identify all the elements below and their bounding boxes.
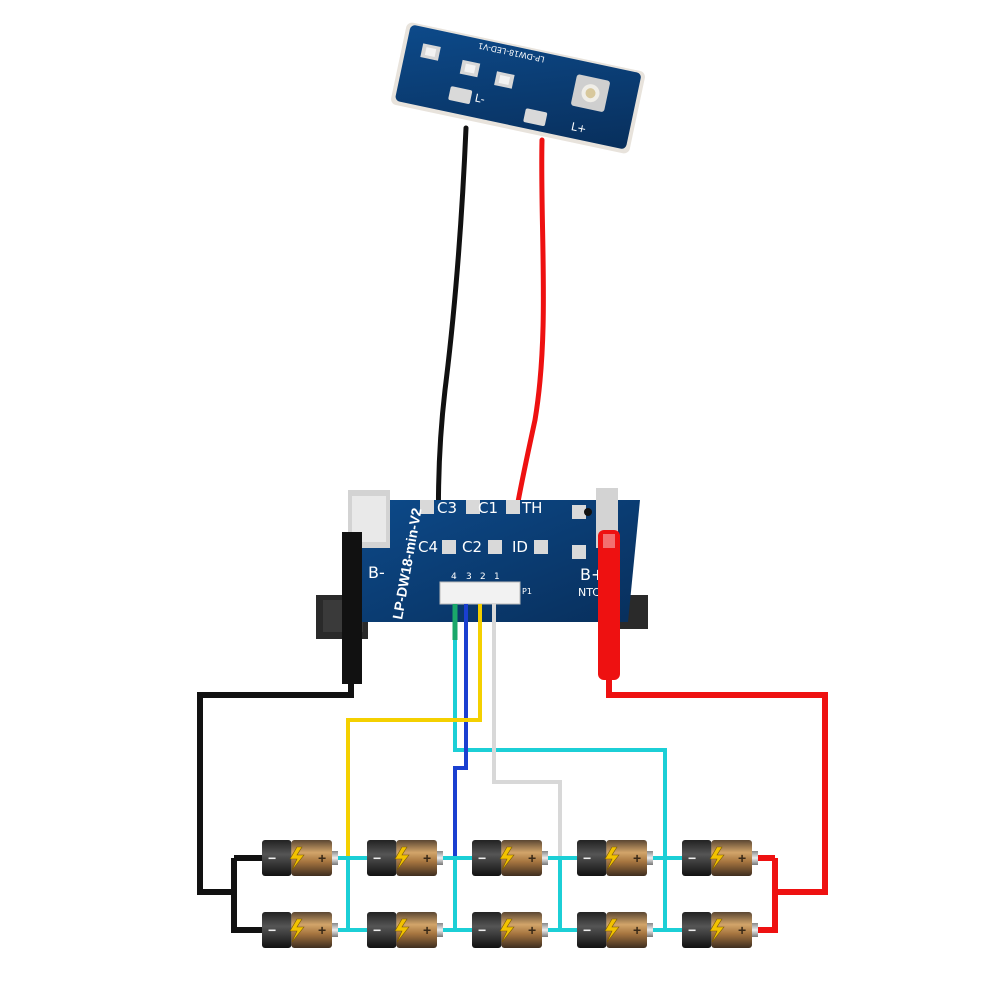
led-2 <box>459 59 481 78</box>
led-neg-pad <box>448 86 473 104</box>
led-neg-pad-label: L- <box>474 91 486 106</box>
svg-text:+: + <box>423 850 431 866</box>
svg-text:+: + <box>738 922 746 938</box>
balance-wire-green-cyan <box>453 604 667 858</box>
pad-label-c4: C4 <box>418 538 438 556</box>
positive-parallel-link <box>748 855 778 933</box>
led-pos-pad-label: L+ <box>570 120 588 136</box>
balance-wire-blue <box>453 604 468 858</box>
svg-text:−: − <box>688 850 696 866</box>
svg-text:+: + <box>738 850 746 866</box>
svg-text:−: − <box>268 850 276 866</box>
pad-th <box>506 500 520 514</box>
svg-text:+: + <box>423 922 431 938</box>
pad-label-c2: C2 <box>462 538 482 556</box>
battery-cell: −+ <box>472 912 548 948</box>
battery-cell: −+ <box>682 912 758 948</box>
push-button[interactable] <box>571 74 611 112</box>
led-pos-pad <box>523 108 548 126</box>
connector-pin-4: 4 <box>451 572 457 582</box>
pad-label-c1: C1 <box>478 499 498 517</box>
svg-text:−: − <box>583 922 591 938</box>
pad-c1 <box>466 500 480 514</box>
battery-cell: −+ <box>262 912 338 948</box>
battery-pack: −+−+−+−+−+−+−+−+−+−+ <box>262 840 758 948</box>
balance-connector[interactable] <box>439 581 521 605</box>
svg-text:+: + <box>633 922 641 938</box>
connector-pin-3: 3 <box>466 572 472 582</box>
led-board: L- L+ LP-DW18-LED-V1 <box>391 22 645 154</box>
led-1 <box>420 43 441 61</box>
battery-cell: −+ <box>682 840 758 876</box>
connector-pin-2: 2 <box>480 572 486 582</box>
pad-id <box>534 540 548 554</box>
battery-cell: −+ <box>367 912 443 948</box>
svg-text:+: + <box>528 922 536 938</box>
svg-text:−: − <box>268 922 276 938</box>
svg-text:+: + <box>633 850 641 866</box>
pad-label-th: TH <box>521 499 542 517</box>
battery-cell: −+ <box>577 840 653 876</box>
svg-text:+: + <box>318 850 326 866</box>
pad-c4 <box>442 540 456 554</box>
svg-text:−: − <box>583 850 591 866</box>
ntc-label: NTC <box>578 586 600 599</box>
battery-cell: −+ <box>472 840 548 876</box>
led-board-pcb <box>395 25 641 149</box>
svg-text:−: − <box>373 850 381 866</box>
bms-neg-label: B- <box>368 563 385 582</box>
bms-pcb <box>350 500 640 622</box>
connector-pin-1: 1 <box>494 572 500 582</box>
svg-text:−: − <box>373 922 381 938</box>
svg-text:−: − <box>688 922 696 938</box>
negative-parallel-link <box>231 855 262 933</box>
svg-text:−: − <box>478 850 486 866</box>
svg-text:+: + <box>318 922 326 938</box>
pad-c3 <box>420 500 434 514</box>
battery-cell: −+ <box>577 912 653 948</box>
balance-wire-yellow <box>346 604 482 858</box>
pad-label-c3: C3 <box>437 499 457 517</box>
pad-c2 <box>488 540 502 554</box>
pad-label-id: ID <box>512 538 528 556</box>
battery-cell: −+ <box>367 840 443 876</box>
balance-wire-white <box>492 604 562 858</box>
connector-id-label: P1 <box>522 587 532 596</box>
svg-text:+: + <box>528 850 536 866</box>
battery-cell: −+ <box>262 840 338 876</box>
led-3 <box>494 71 515 89</box>
main-negative-wire <box>197 684 354 895</box>
bms-neg-lead <box>342 532 362 684</box>
main-positive-wire <box>606 680 828 895</box>
bms-pos-lead <box>598 530 620 680</box>
svg-text:−: − <box>478 922 486 938</box>
